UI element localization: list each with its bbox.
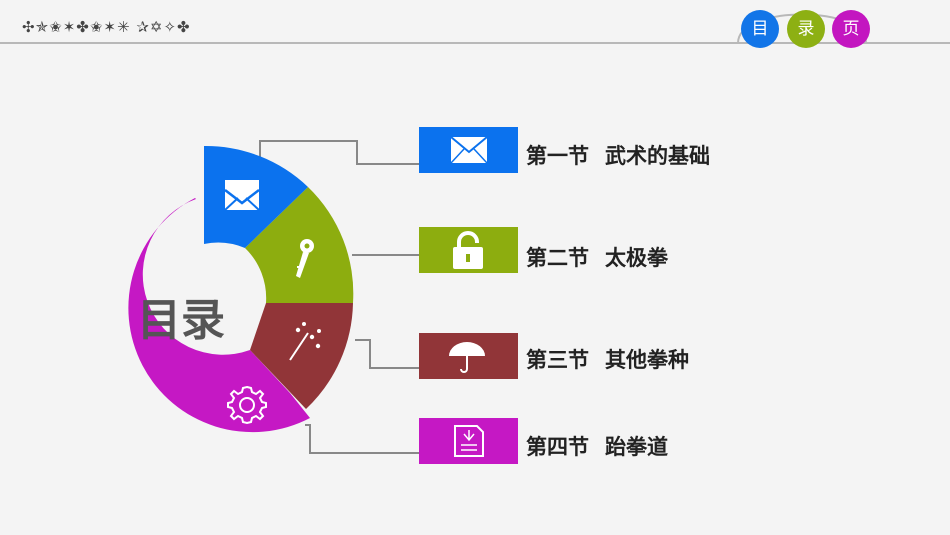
item-1-label[interactable]: 第一节武术的基础 [526,140,710,170]
item-4-icon-box[interactable] [419,418,518,464]
header-decoration: ✣✯✬✶✤✬✶✳ ✰✡✧✤ [22,18,191,36]
item-3-label[interactable]: 第三节其他拳种 [526,344,689,374]
tab-lu[interactable]: 录 [787,10,825,48]
item-4-label[interactable]: 第四节跆拳道 [526,431,668,461]
item-4-section: 第四节 [526,435,589,459]
magic-wand-icon [289,322,321,361]
padlock-icon [453,231,483,269]
item-3-section: 第三节 [526,348,589,372]
connector-lines [259,140,419,454]
item-2-icon-box[interactable] [419,227,518,273]
envelope-icon [224,180,260,211]
item-1-icon-box[interactable] [419,127,518,173]
tab-mu[interactable]: 目 [741,10,779,48]
item-2-label[interactable]: 第二节太极拳 [526,242,668,272]
item-1-section: 第一节 [526,144,589,168]
wheel-segment-red [250,303,353,409]
key-icon [296,239,314,278]
envelope-icon [450,136,488,164]
item-3-title: 其他拳种 [605,348,689,372]
document-icon [454,425,484,457]
item-2-title: 太极拳 [605,246,668,270]
center-title: 目录 [137,295,225,346]
item-3-icon-box[interactable] [419,333,518,379]
item-1-title: 武术的基础 [605,144,710,168]
wheel-segment-green [245,187,354,303]
umbrella-icon [449,342,485,373]
wheel-segment-magenta [128,198,310,433]
item-2-section: 第二节 [526,246,589,270]
item-4-title: 跆拳道 [605,435,668,459]
tab-bar: 目 录 页 [730,0,950,60]
header-divider [0,42,950,44]
tab-ye[interactable]: 页 [832,10,870,48]
gear-icon [227,385,267,425]
